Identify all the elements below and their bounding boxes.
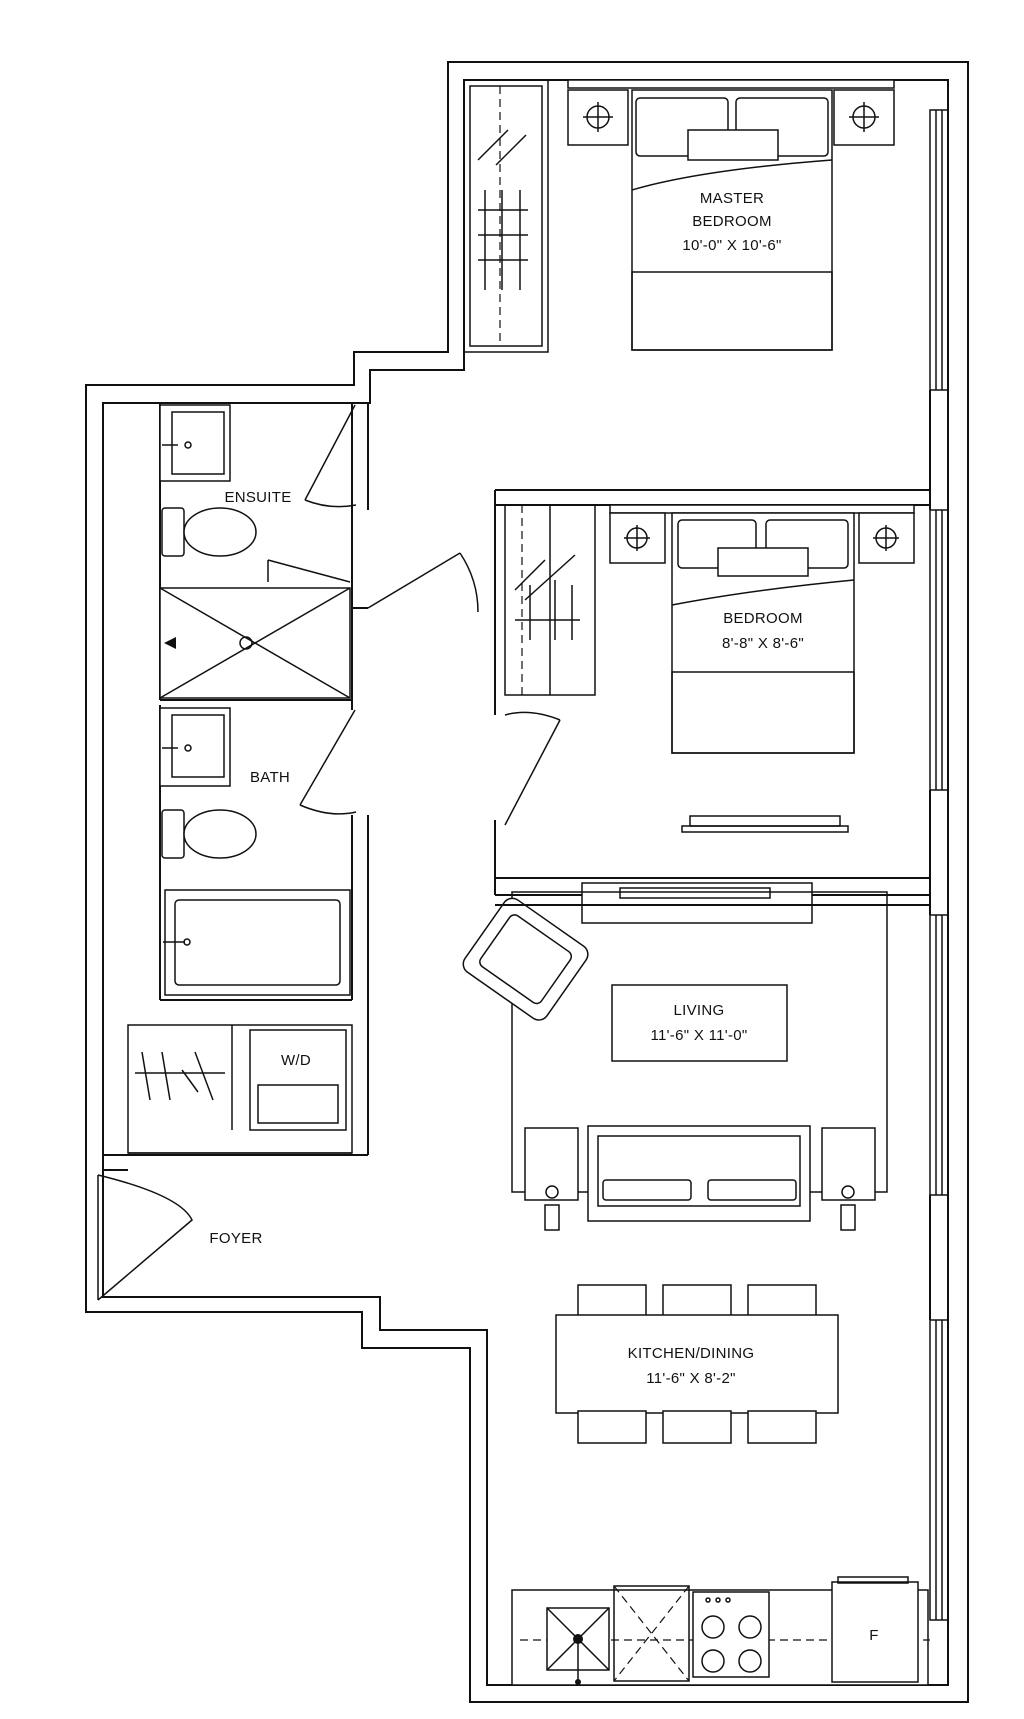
- bath: [159, 705, 353, 1001]
- doors: [97, 404, 561, 1301]
- fridge-label: F: [869, 1627, 878, 1644]
- bedroom-size: 8'-8" X 8'-6": [722, 635, 804, 652]
- master-bedroom-size: 10'-0" X 10'-6": [682, 237, 781, 254]
- kitchen-dining: [511, 1284, 930, 1686]
- ensuite-name: ENSUITE: [224, 489, 291, 506]
- bath-name: BATH: [250, 769, 290, 786]
- master-bedroom-name-line1: MASTER: [700, 190, 764, 207]
- ensuite: [159, 403, 353, 701]
- foyer-name: FOYER: [209, 1230, 262, 1247]
- bedroom: [494, 489, 930, 896]
- living-name: LIVING: [674, 1002, 725, 1019]
- master-bedroom: [463, 79, 895, 353]
- windows: [929, 109, 949, 1621]
- living-size: 11'-6" X 11'-0": [650, 1027, 747, 1044]
- washer-dryer-label: W/D: [281, 1052, 311, 1069]
- exterior-walls: [85, 61, 969, 1703]
- kitchen-dining-size: 11'-6" X 8'-2": [646, 1370, 736, 1387]
- bedroom-name: BEDROOM: [723, 610, 803, 627]
- living-room: [462, 882, 888, 1231]
- master-bedroom-name-line2: BEDROOM: [692, 213, 772, 230]
- interior-walls: [103, 390, 931, 1320]
- kitchen-dining-name: KITCHEN/DINING: [628, 1345, 755, 1362]
- laundry-closet: [127, 1024, 353, 1154]
